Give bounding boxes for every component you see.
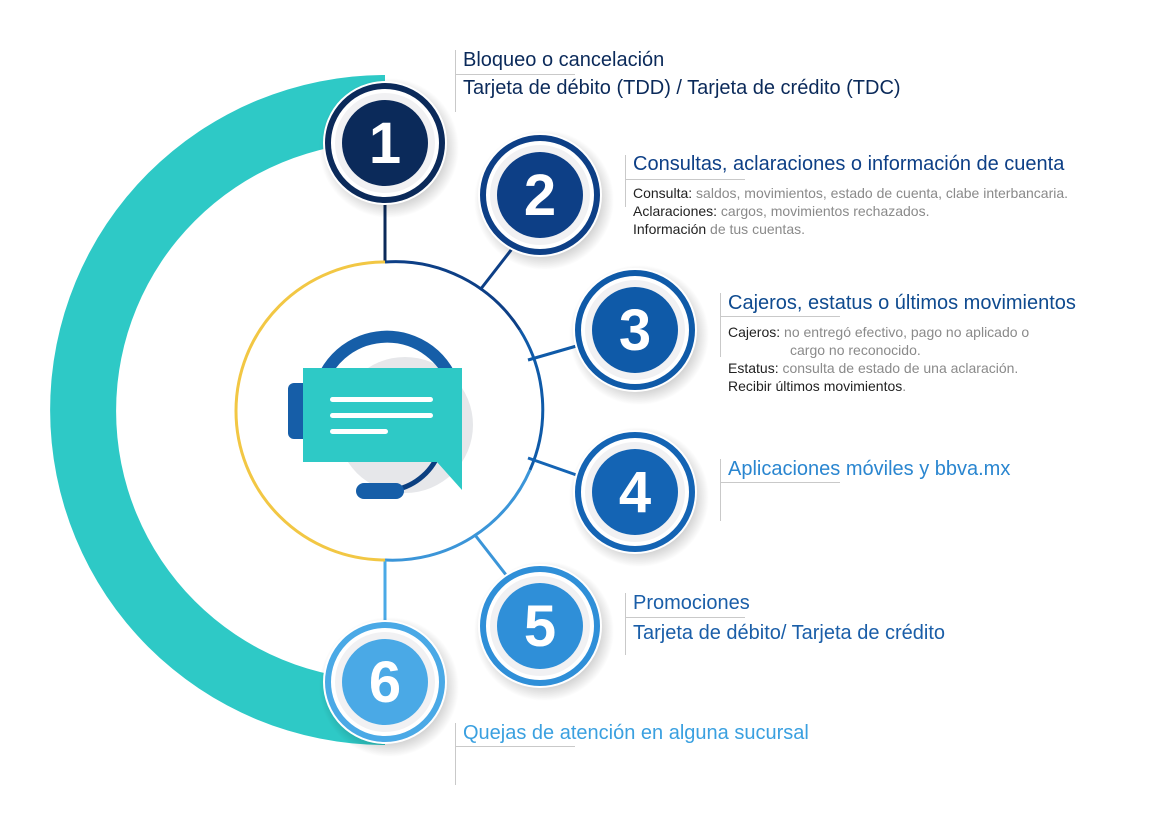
description-line: Consulta: saldos, movimientos, estado de…: [633, 184, 1068, 202]
svg-text:4: 4: [619, 460, 651, 525]
number-circle-3: 3: [569, 265, 709, 405]
description-text: cargos, movimientos rechazados.: [717, 203, 930, 219]
description-label: Estatus:: [728, 360, 779, 376]
number-circle-2: 2: [474, 130, 614, 270]
teal-arc: [50, 75, 385, 745]
item-3-text: Cajeros, estatus o últimos movimientos C…: [728, 289, 1076, 395]
number-circle-1: 1: [319, 78, 459, 218]
description-text: cargo no reconocido.: [790, 342, 921, 358]
description-label: Recibir últimos movimientos: [728, 378, 903, 394]
description-label: Aclaraciones:: [633, 203, 718, 219]
description-text: saldos, movimientos, estado de cuenta, c…: [692, 185, 1069, 201]
description-label: Consulta:: [633, 185, 693, 201]
description-line: Aclaraciones: cargos, movimientos rechaz…: [633, 202, 1068, 220]
item-4-title: Aplicaciones móviles y bbva.mx: [728, 458, 1011, 480]
item-1-text: Bloqueo o cancelación Tarjeta de débito …: [463, 46, 901, 102]
svg-text:2: 2: [524, 163, 556, 228]
item-2-title: Consultas, aclaraciones o información de…: [633, 153, 1065, 175]
description-label: Cajeros:: [728, 324, 781, 340]
number-circle-4: 4: [569, 427, 709, 567]
svg-text:5: 5: [524, 594, 556, 659]
svg-text:6: 6: [369, 650, 401, 715]
description-text: de tus cuentas.: [706, 221, 805, 237]
item-6-text: Quejas de atención en alguna sucursal: [463, 719, 809, 747]
description-text: no entregó efectivo, pago no aplicado o: [780, 324, 1030, 340]
description-line: Cajeros: no entregó efectivo, pago no ap…: [728, 323, 1076, 341]
description-text: .: [902, 378, 907, 394]
item-2-text: Consultas, aclaraciones o información de…: [633, 150, 1068, 238]
number-circle-6: 6: [319, 617, 459, 757]
item-1-subtitle: Tarjeta de débito (TDD) / Tarjeta de cré…: [463, 77, 901, 99]
item-1-title: Bloqueo o cancelación: [463, 49, 665, 71]
description-label: Información: [633, 221, 707, 237]
description-line: Estatus: consulta de estado de una aclar…: [728, 359, 1076, 377]
svg-text:1: 1: [369, 111, 401, 176]
description-line: Información de tus cuentas.: [633, 220, 1068, 238]
headset-chat-icon: [288, 330, 473, 499]
item-6-title: Quejas de atención en alguna sucursal: [463, 722, 809, 744]
svg-text:3: 3: [619, 298, 651, 363]
description-text: consulta de estado de una aclaración.: [778, 360, 1019, 376]
number-circle-5: 5: [474, 561, 614, 701]
item-5-subtitle: Tarjeta de débito/ Tarjeta de crédito: [633, 622, 946, 644]
description-line: cargo no reconocido.: [728, 341, 1076, 359]
item-3-title: Cajeros, estatus o últimos movimientos: [728, 292, 1076, 314]
description-line: Recibir últimos movimientos.: [728, 377, 1076, 395]
item-4-text: Aplicaciones móviles y bbva.mx: [728, 455, 1010, 483]
item-5-text: Promociones Tarjeta de débito/ Tarjeta d…: [633, 589, 945, 647]
item-5-title: Promociones: [633, 592, 750, 614]
